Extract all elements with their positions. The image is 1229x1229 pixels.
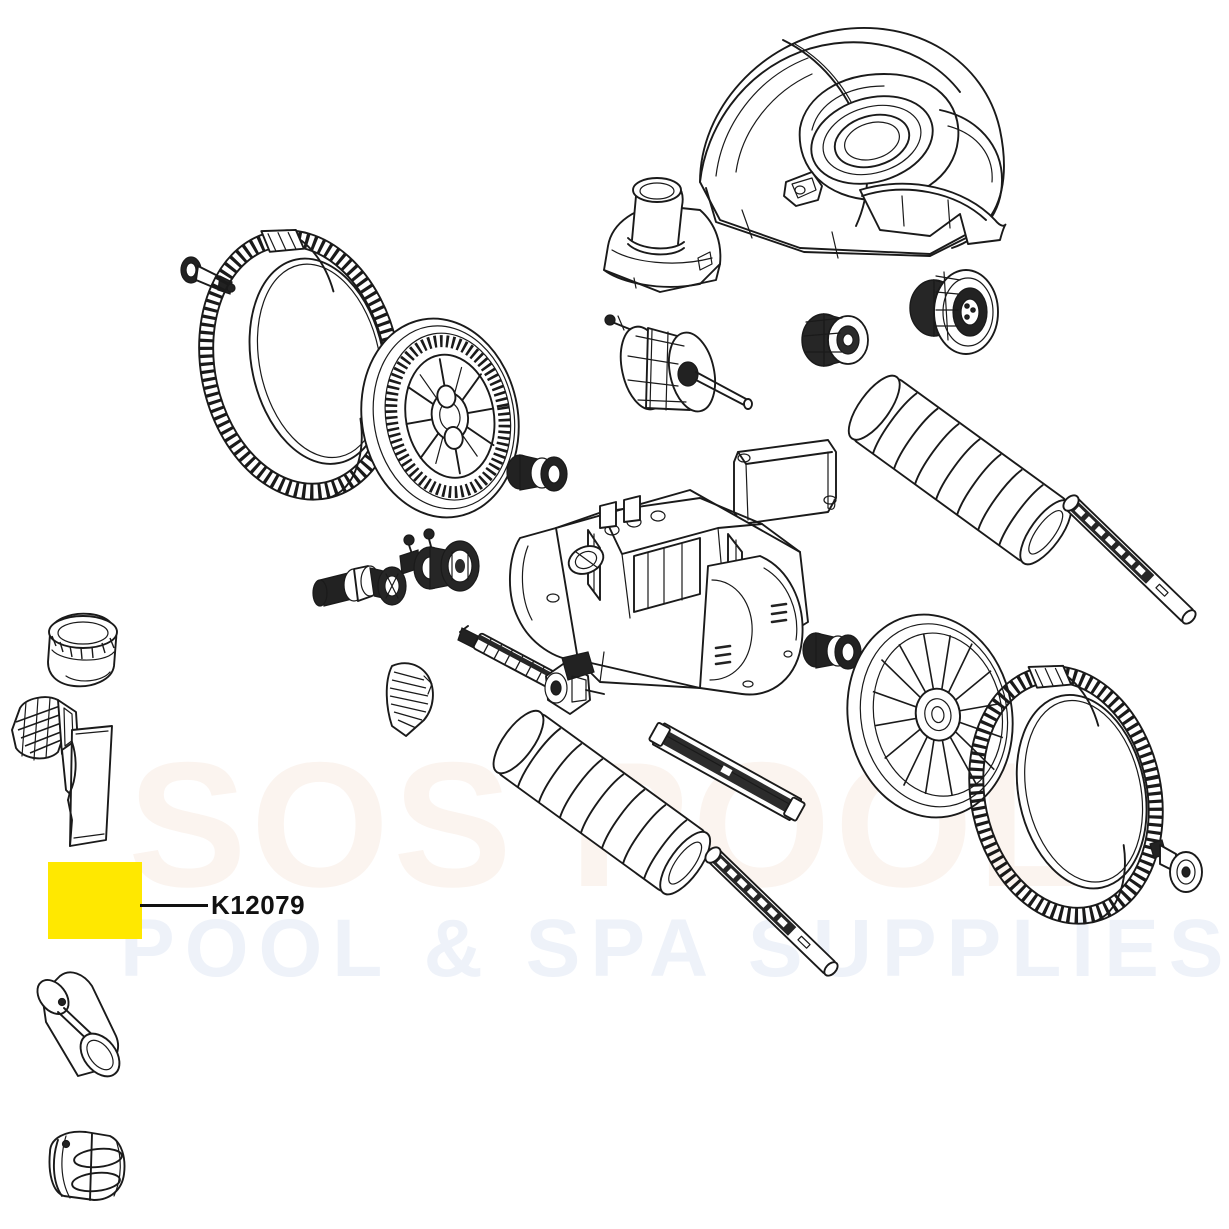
part-support-rail	[648, 722, 806, 822]
part-bearing-bush-right	[802, 632, 862, 670]
part-impeller-turbine	[604, 314, 753, 413]
part-tread-segment	[385, 662, 434, 737]
part-filter-valve-flap	[11, 696, 113, 847]
part-axle-screw-right	[1149, 839, 1203, 893]
part-tire-right-outer	[968, 664, 1164, 925]
part-chassis-body	[509, 489, 809, 696]
part-hose-swivel-port	[603, 177, 722, 293]
part-roller-axle-upper	[1062, 494, 1197, 625]
part-wheel-hub-left	[360, 317, 520, 519]
part-roller-axle-lower	[704, 846, 839, 977]
part-brush-roller-lower	[492, 709, 712, 896]
part-drive-pulley-large	[909, 269, 999, 355]
part-side-panel	[733, 439, 837, 525]
part-number-label: K12079	[211, 890, 306, 920]
part-top-cover	[699, 27, 1007, 259]
part-wheel-hub-right	[846, 613, 1014, 819]
part-cage-bracket	[48, 1130, 126, 1201]
part-coupling-shaft	[312, 565, 407, 607]
part-highlight-box[interactable]	[48, 862, 142, 939]
part-brush-roller-upper	[847, 374, 1073, 566]
part-sleeve-tube	[36, 971, 121, 1078]
part-bearing-bush-left	[506, 454, 568, 492]
callout-leader-line	[140, 904, 208, 907]
part-collar-nut	[47, 612, 118, 688]
part-drive-shaft-motor	[457, 625, 605, 715]
part-drive-pulley-small	[801, 313, 869, 367]
part-gear-cluster	[399, 528, 480, 592]
